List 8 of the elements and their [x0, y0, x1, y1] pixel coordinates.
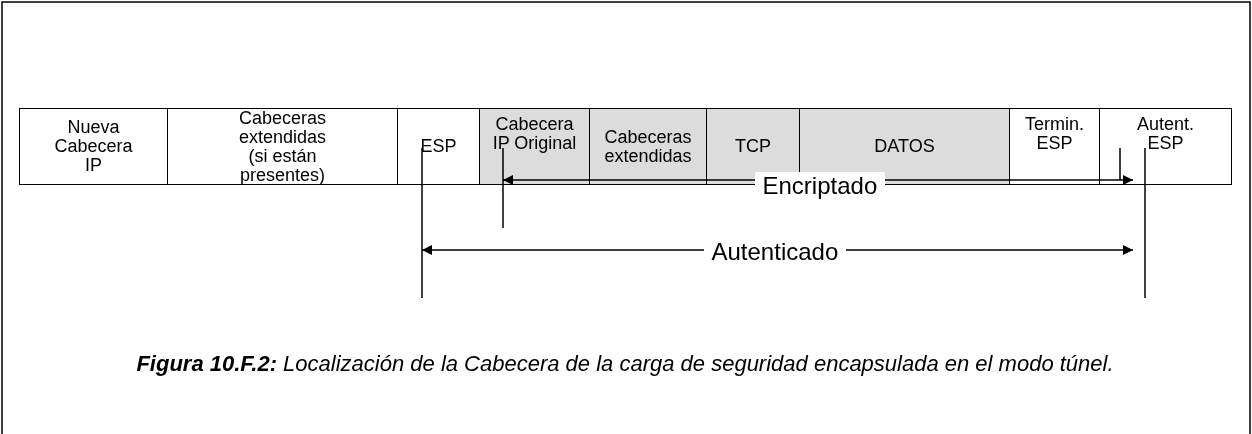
table-cell: Cabeceras extendidas (si están presentes)	[167, 108, 398, 185]
table-cell: Nueva Cabecera IP	[19, 108, 168, 185]
table-cell: Cabecera IP Original	[479, 108, 590, 185]
table-cell: Cabeceras extendidas	[589, 108, 707, 185]
figure-caption: Figura 10.F.2: Localización de la Cabecera de la carga de seguridad encapsulada en el modo túnel.	[135, 350, 1115, 378]
table-cell: ESP	[397, 108, 480, 185]
table-cell: Autent. ESP	[1099, 108, 1232, 185]
table-cell: Termin. ESP	[1009, 108, 1100, 185]
